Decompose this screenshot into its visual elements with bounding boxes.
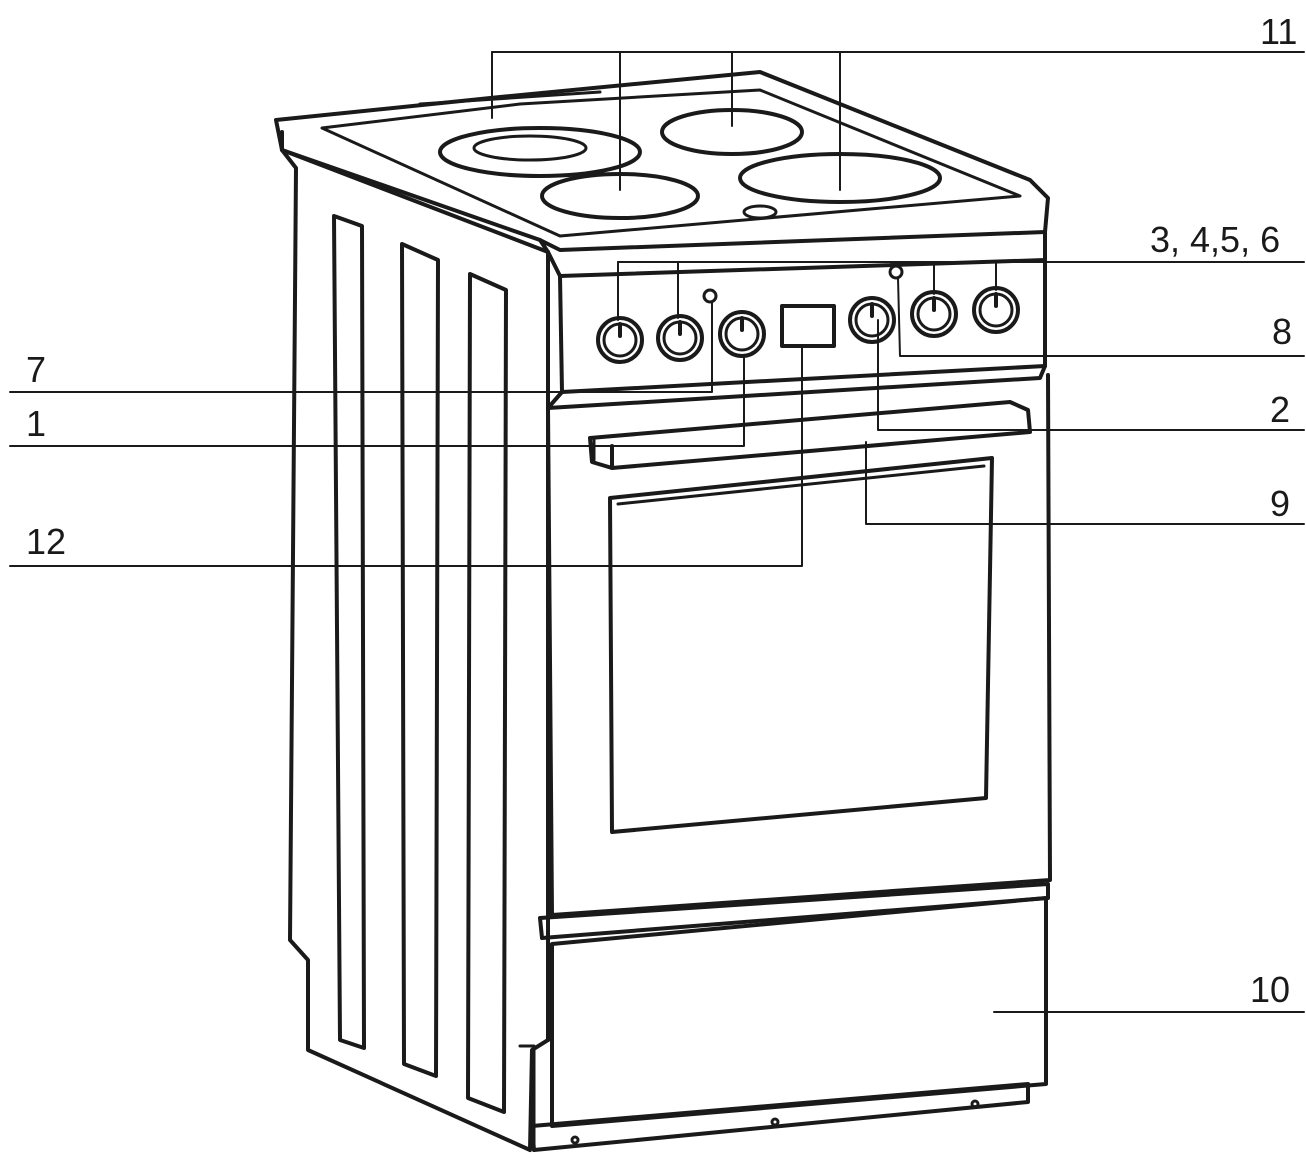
oven-door	[546, 373, 1052, 917]
callout-3-4-5-6: 3, 4,5, 6	[1150, 219, 1281, 260]
callout-12: 12	[26, 521, 67, 562]
cooking-zones	[438, 108, 942, 220]
storage-drawer	[530, 882, 1050, 1152]
callout-7: 7	[26, 349, 47, 390]
callout-10: 10	[1250, 969, 1291, 1010]
callout-1: 1	[26, 403, 47, 444]
callout-2: 2	[1270, 389, 1291, 430]
control-panel	[546, 258, 1047, 410]
hob-top	[274, 70, 1050, 278]
callout-8: 8	[1272, 311, 1293, 352]
callout-9: 9	[1270, 483, 1291, 524]
side-panel	[280, 148, 550, 1152]
callout-11: 11	[1260, 11, 1298, 52]
leader-lines	[9, 51, 1305, 1013]
